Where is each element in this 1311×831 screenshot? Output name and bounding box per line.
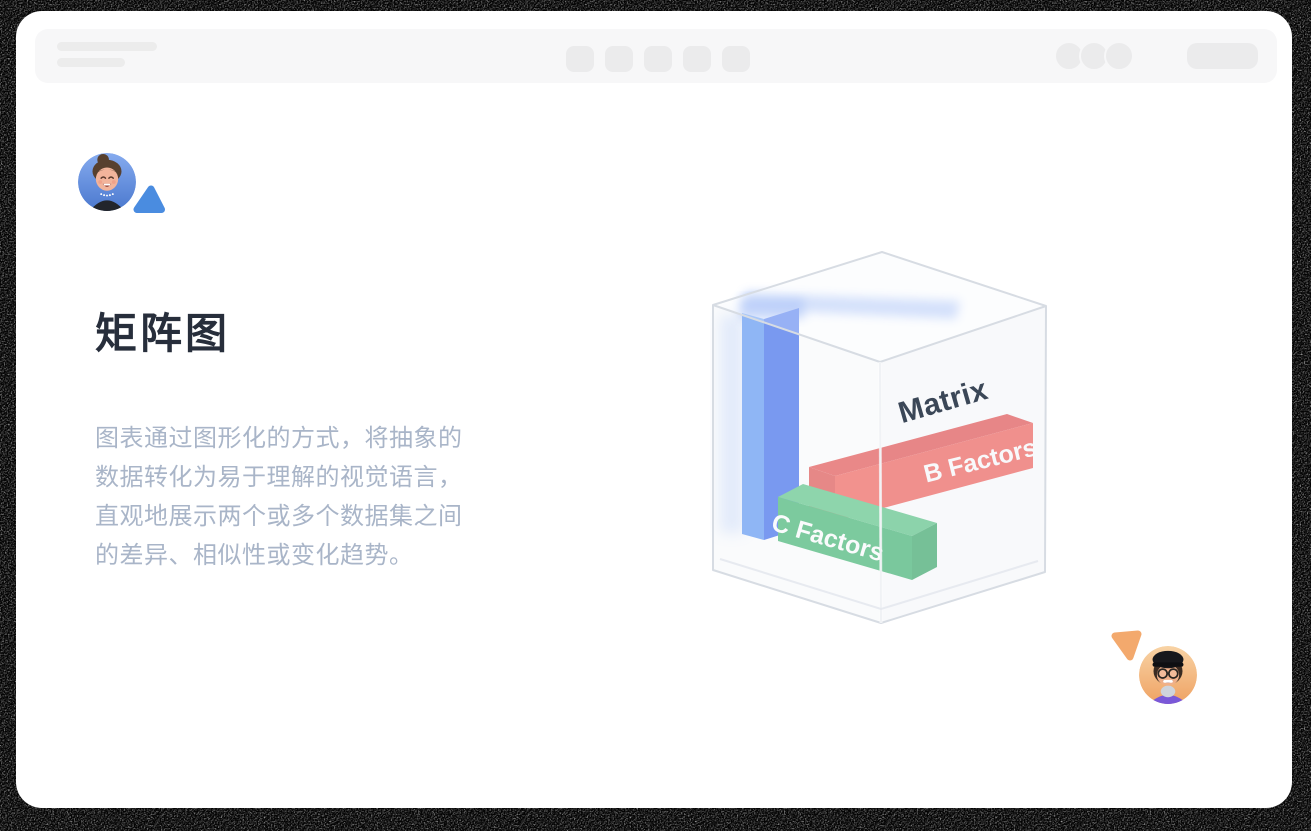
- toolbar-avatar-placeholder: [1104, 41, 1134, 71]
- collaborator-cursor-blue-icon: [133, 185, 165, 213]
- bar-b-top-face: [809, 414, 1033, 476]
- toolbar-tab-placeholder[interactable]: [644, 46, 672, 72]
- bar-b-front-face: [835, 423, 1033, 521]
- toolbar-skeleton-line: [57, 58, 125, 67]
- page-title: 矩阵图: [95, 310, 231, 357]
- cube-front-edge-highlight: [878, 361, 883, 624]
- bar-blue-side-face: [764, 308, 799, 540]
- toolbar-tab-placeholder[interactable]: [722, 46, 750, 72]
- collaborator-avatar-orange: [1139, 646, 1197, 704]
- toolbar-tab-placeholder[interactable]: [605, 46, 633, 72]
- collaborator-cursor-orange-icon: [1111, 630, 1142, 661]
- description-line: 的差异、相似性或变化趋势。: [95, 542, 414, 569]
- toolbar-tab-placeholder[interactable]: [566, 46, 594, 72]
- toolbar-button-placeholder[interactable]: [1187, 43, 1258, 69]
- cube-left-face: [713, 305, 881, 623]
- bar-c-front-face: [778, 497, 912, 580]
- app-window: [16, 11, 1292, 808]
- glass-glint: [1048, 287, 1062, 317]
- description-line: 数据转化为易于理解的视觉语言，: [95, 464, 463, 491]
- collaborator-avatar-blue: [78, 153, 136, 211]
- description-text: 图表通过图形化的方式，将抽象的 数据转化为易于理解的视觉语言， 直观地展示两个或…: [95, 419, 495, 575]
- matrix-cube-illustration: B Factors C Factors Matrix: [712, 251, 1062, 624]
- bar-blue-front-face: [742, 313, 764, 540]
- bar-c-top-face: [778, 484, 937, 536]
- cube-floor-rim: [719, 558, 1039, 611]
- bar-c-end-face: [912, 523, 937, 580]
- toolbar-skeleton-line: [57, 42, 157, 51]
- toolbar-tab-placeholder[interactable]: [683, 46, 711, 72]
- description-line: 图表通过图形化的方式，将抽象的: [95, 425, 463, 452]
- blue-reflection: [720, 315, 744, 533]
- description-line: 直观地展示两个或多个数据集之间: [95, 503, 463, 530]
- cube-right-face: [880, 306, 1046, 623]
